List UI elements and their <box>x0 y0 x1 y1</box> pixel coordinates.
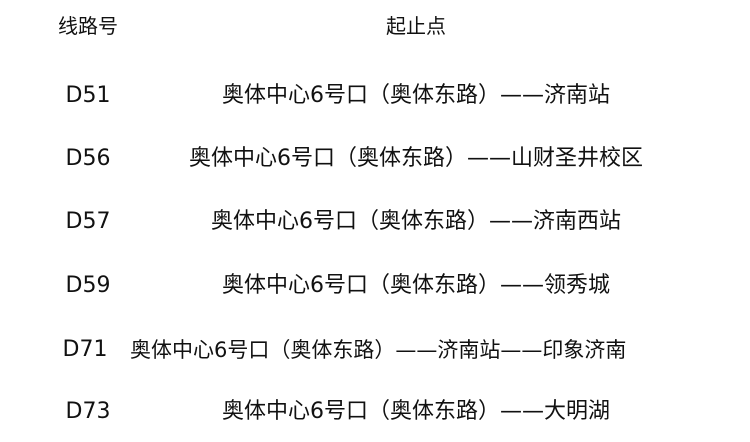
route-number: D59 <box>65 273 111 298</box>
route-endpoints: 奥体中心6号口（奥体东路）——济南站——印象济南 <box>130 338 627 362</box>
route-endpoints: 奥体中心6号口（奥体东路）——济南站 <box>222 83 610 108</box>
route-number: D57 <box>65 209 111 234</box>
table-header: 线路号 起止点 <box>0 8 750 44</box>
route-number: D73 <box>65 399 111 424</box>
route-number: D71 <box>62 337 108 362</box>
route-endpoints: 奥体中心6号口（奥体东路）——大明湖 <box>222 399 610 424</box>
table-row: D59 奥体中心6号口（奥体东路）——领秀城 <box>0 264 750 308</box>
route-number: D56 <box>65 146 111 171</box>
table-row: D56 奥体中心6号口（奥体东路）——山财圣井校区 <box>0 137 750 181</box>
table-row: D73 奥体中心6号口（奥体东路）——大明湖 <box>0 390 750 434</box>
route-endpoints: 奥体中心6号口（奥体东路）——领秀城 <box>222 273 610 298</box>
line-number-header: 线路号 <box>58 14 118 38</box>
table-row: D57 奥体中心6号口（奥体东路）——济南西站 <box>0 200 750 244</box>
table-row: D71 奥体中心6号口（奥体东路）——济南站——印象济南 <box>0 328 750 372</box>
route-endpoints: 奥体中心6号口（奥体东路）——山财圣井校区 <box>189 146 643 171</box>
table-row: D51 奥体中心6号口（奥体东路）——济南站 <box>0 74 750 118</box>
route-number: D51 <box>65 83 111 108</box>
route-endpoints: 奥体中心6号口（奥体东路）——济南西站 <box>211 209 621 234</box>
endpoints-header: 起止点 <box>386 14 446 38</box>
